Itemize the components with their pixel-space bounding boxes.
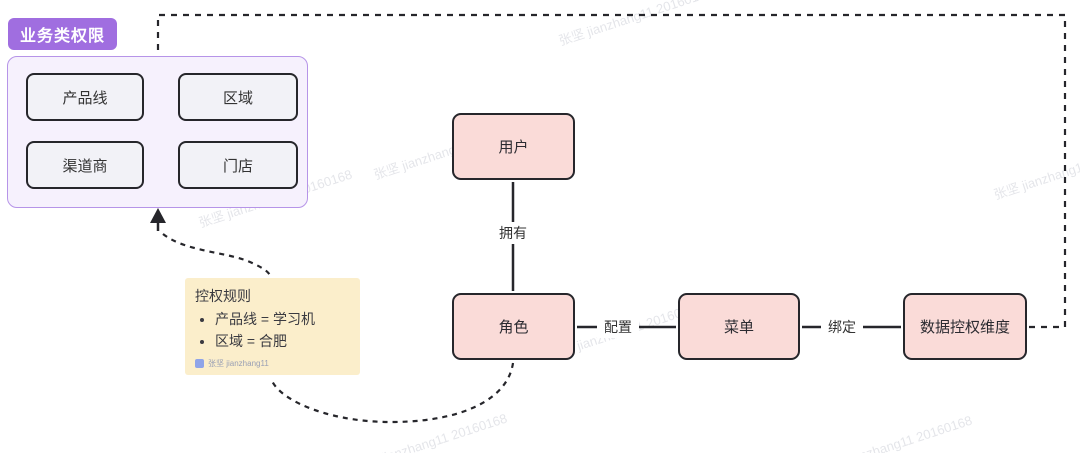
group-box-product-line[interactable]: 产品线 [26, 73, 144, 121]
node-menu[interactable]: 菜单 [678, 293, 800, 360]
node-user[interactable]: 用户 [452, 113, 575, 180]
edge-label-own: 拥有 [492, 222, 534, 244]
group-box-channel[interactable]: 渠道商 [26, 141, 144, 189]
rule-note-item: 产品线 = 学习机 [215, 309, 350, 329]
group-box-store[interactable]: 门店 [178, 141, 298, 189]
rule-note-list: 产品线 = 学习机 区域 = 合肥 [195, 309, 350, 351]
arrow-up-head [150, 208, 166, 223]
dashed-curve-role-to-note [271, 362, 515, 424]
rule-note-title: 控权规则 [195, 288, 251, 304]
author-avatar-icon [195, 359, 204, 368]
dashed-curve-note-to-panel [162, 233, 274, 280]
business-permission-badge[interactable]: 业务类权限 [8, 18, 118, 50]
rule-note-footer: 张坚 jianzhang11 [195, 358, 350, 369]
dashed-loop-dimension-to-panel [156, 13, 1067, 329]
node-role[interactable]: 角色 [452, 293, 575, 360]
rule-note-author: 张坚 jianzhang11 [208, 359, 269, 368]
group-box-region[interactable]: 区域 [178, 73, 298, 121]
rule-note[interactable]: 控权规则 产品线 = 学习机 区域 = 合肥 张坚 jianzhang11 [185, 278, 360, 375]
business-permission-panel[interactable]: 产品线 区域 渠道商 门店 [7, 56, 308, 208]
edge-label-configure: 配置 [597, 316, 639, 338]
edge-label-bind: 绑定 [821, 316, 863, 338]
rule-note-item: 区域 = 合肥 [215, 331, 350, 351]
node-data-dimension[interactable]: 数据控权维度 [903, 293, 1027, 360]
